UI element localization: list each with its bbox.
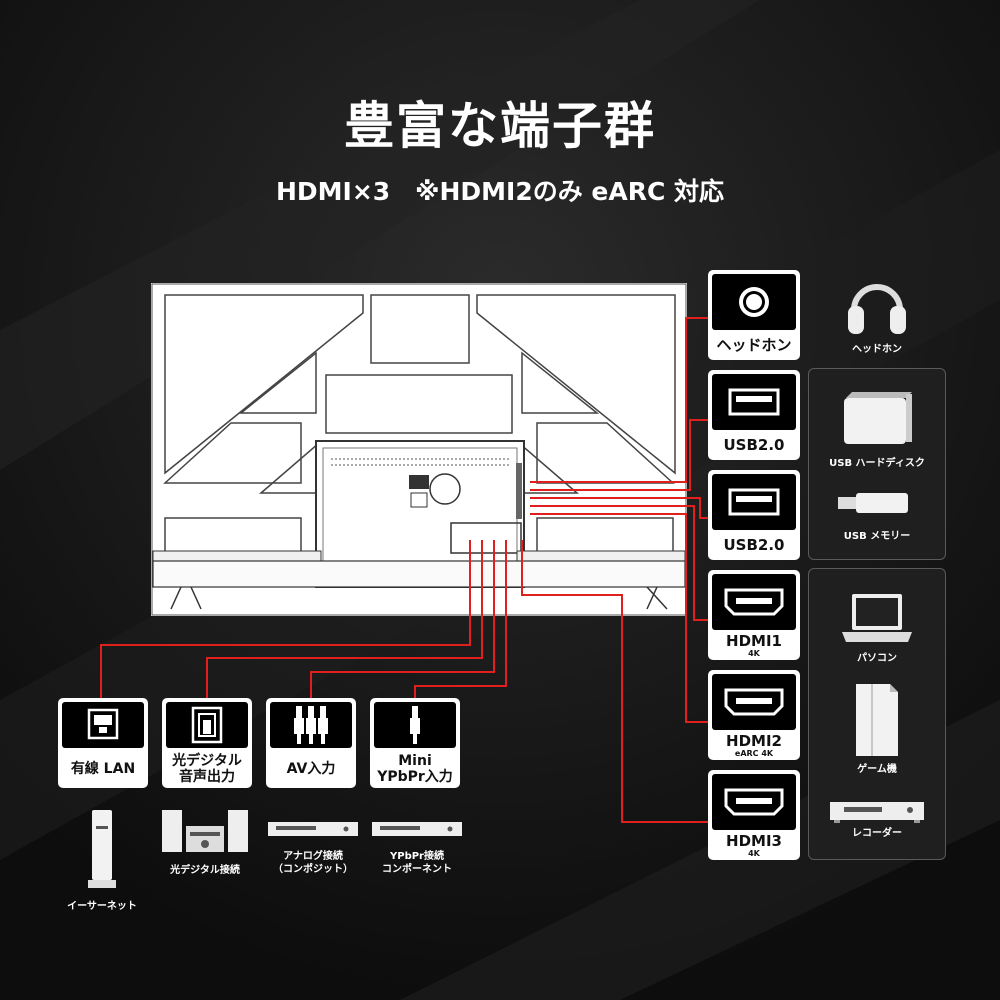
port-label: USB2.0 <box>723 436 785 454</box>
port-optical: 光デジタル 音声出力 <box>162 698 252 788</box>
page-title: 豊富な端子群 <box>344 97 656 155</box>
analog-player-icon <box>266 820 360 840</box>
port-usb-2: USB2.0 <box>708 470 800 560</box>
device-label-optical: 光デジタル接続 <box>170 865 240 876</box>
laptop-icon <box>840 590 914 646</box>
device-label-usb-memory: USB メモリー <box>843 531 911 542</box>
port-label: AV入力 <box>286 761 336 777</box>
tv-back-illustration <box>151 283 687 616</box>
device-label-ethernet: イーサーネット <box>67 901 137 912</box>
device-label-usb-hdd: USB ハードディスク <box>829 458 925 469</box>
port-sublabel: eARC 4K <box>734 748 774 758</box>
device-label-headphones: ヘッドホン <box>852 344 902 355</box>
port-label: HDMI1 <box>726 631 782 650</box>
port-label: USB2.0 <box>723 536 785 554</box>
device-label-pc: パソコン <box>857 653 897 664</box>
port-label: HDMI3 <box>726 831 782 850</box>
port-lan: 有線 LAN <box>58 698 148 788</box>
port-sublabel: 4K <box>748 848 760 858</box>
device-label-analog: アナログ接続 （コンポジット） <box>273 851 353 875</box>
port-av: AV入力 <box>266 698 356 788</box>
hard-disk-icon <box>840 388 914 446</box>
port-label: HDMI2 <box>726 731 782 750</box>
port-label: 光デジタル 音声出力 <box>172 753 242 785</box>
usb-memory-icon <box>834 488 914 518</box>
port-label: 有線 LAN <box>70 761 136 777</box>
port-label: ヘッドホン <box>716 336 792 354</box>
port-label: Mini YPbPr入力 <box>377 753 453 785</box>
component-player-icon <box>370 820 464 840</box>
game-console-icon <box>846 682 906 758</box>
stereo-system-icon <box>160 808 250 854</box>
port-headphone: ヘッドホン <box>708 270 800 360</box>
headphones-icon <box>846 266 908 338</box>
device-label-recorder: レコーダー <box>852 828 902 839</box>
port-mini-ypbpr: Mini YPbPr入力 <box>370 698 460 788</box>
port-usb-1: USB2.0 <box>708 370 800 460</box>
page-subtitle: HDMI×3 ※HDMI2のみ eARC 対応 <box>275 177 725 206</box>
device-label-game: ゲーム機 <box>857 764 897 775</box>
device-label-ypbpr: YPbPr接続 コンポーネント <box>382 851 452 875</box>
recorder-icon <box>828 798 926 824</box>
ethernet-router-icon <box>82 808 122 890</box>
port-sublabel: 4K <box>748 648 760 658</box>
